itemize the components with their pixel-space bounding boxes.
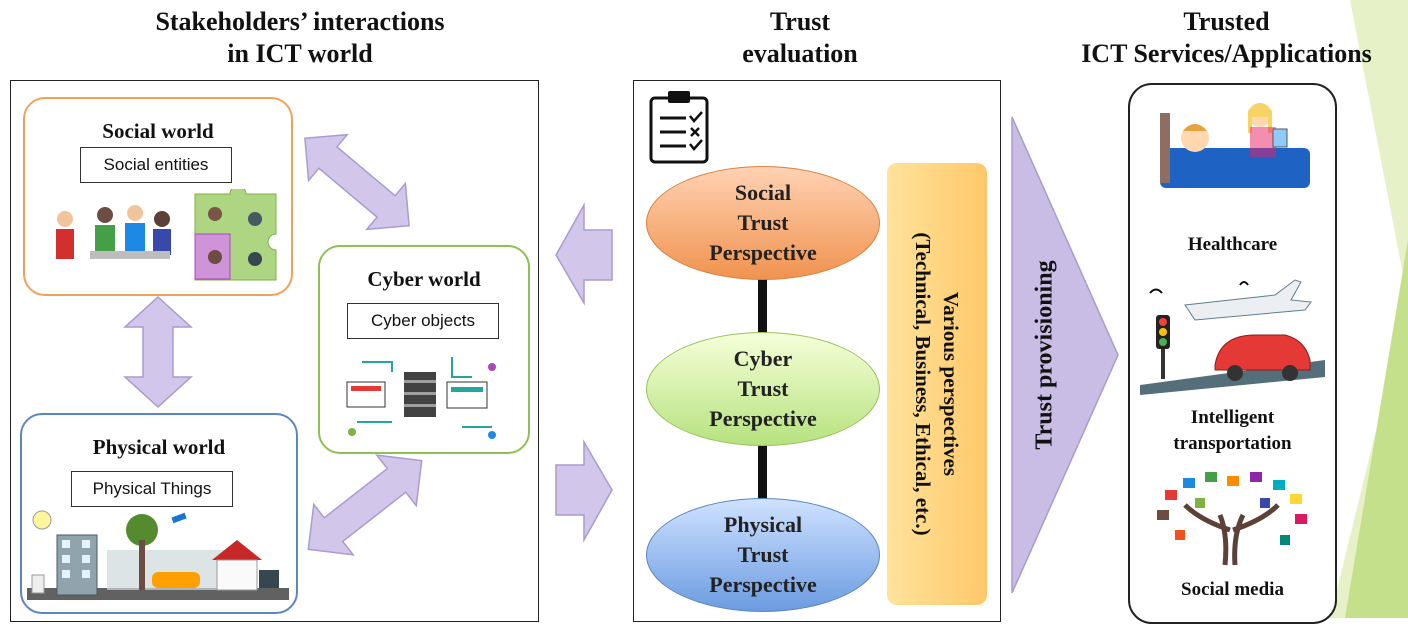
physical-city-icon [27, 510, 289, 600]
feedback-arrow-left [555, 202, 613, 306]
healthcare-label: Healthcare [1187, 234, 1278, 255]
left-arrows [123, 133, 613, 556]
trust-provisioning-arrow [1011, 116, 1119, 594]
cyber-world-title: Cyber world [367, 267, 481, 291]
trusted-services-heading: Trusted ICT Services/Applications [1081, 7, 1372, 68]
cyber-network-icon [346, 357, 496, 439]
social-world-title: Social world [102, 119, 214, 143]
connector-cyber-physical [758, 438, 767, 508]
transportation-label-line1: Intelligent [1190, 407, 1275, 428]
social-entities-label: Social entities [80, 147, 232, 183]
physical-world-title: Physical world [92, 435, 226, 459]
trust-evaluation-heading: Trust evaluation [742, 7, 858, 68]
cyber-objects-label: Cyber objects [347, 303, 499, 339]
connector-social-cyber [758, 272, 767, 344]
social-media-label: Social media [1181, 579, 1284, 600]
transportation-icon [1140, 279, 1325, 395]
trust-provisioning-label: Trust provisioning [1031, 260, 1058, 450]
corner-decoration [1330, 0, 1408, 618]
stakeholders-heading: Stakeholders’ interactions in ICT world [155, 7, 445, 68]
transportation-label-line2: transportation [1173, 433, 1292, 454]
social-people-puzzle-icon [56, 189, 277, 281]
services-panel: Healthcare Intelligent transportation So… [1128, 83, 1337, 624]
cyber-world-box: Cyber world Cyber objects [318, 245, 530, 454]
social-cyber-arrow [304, 133, 410, 231]
various-perspectives-box: Various perspectives (Technical, Busines… [887, 163, 987, 605]
physical-world-box: Physical world Physical Things [20, 413, 298, 614]
input-arrow-right [555, 439, 613, 543]
physical-cyber-arrow [307, 454, 423, 556]
checklist-icon [649, 91, 709, 164]
various-perspectives-text: Various perspectives (Technical, Busines… [911, 232, 963, 536]
healthcare-icon [1160, 103, 1310, 188]
social-media-tree-icon [1157, 472, 1307, 566]
social-physical-arrow [123, 295, 193, 409]
social-world-box: Social world Social entities [23, 97, 293, 296]
physical-things-label: Physical Things [71, 471, 233, 507]
